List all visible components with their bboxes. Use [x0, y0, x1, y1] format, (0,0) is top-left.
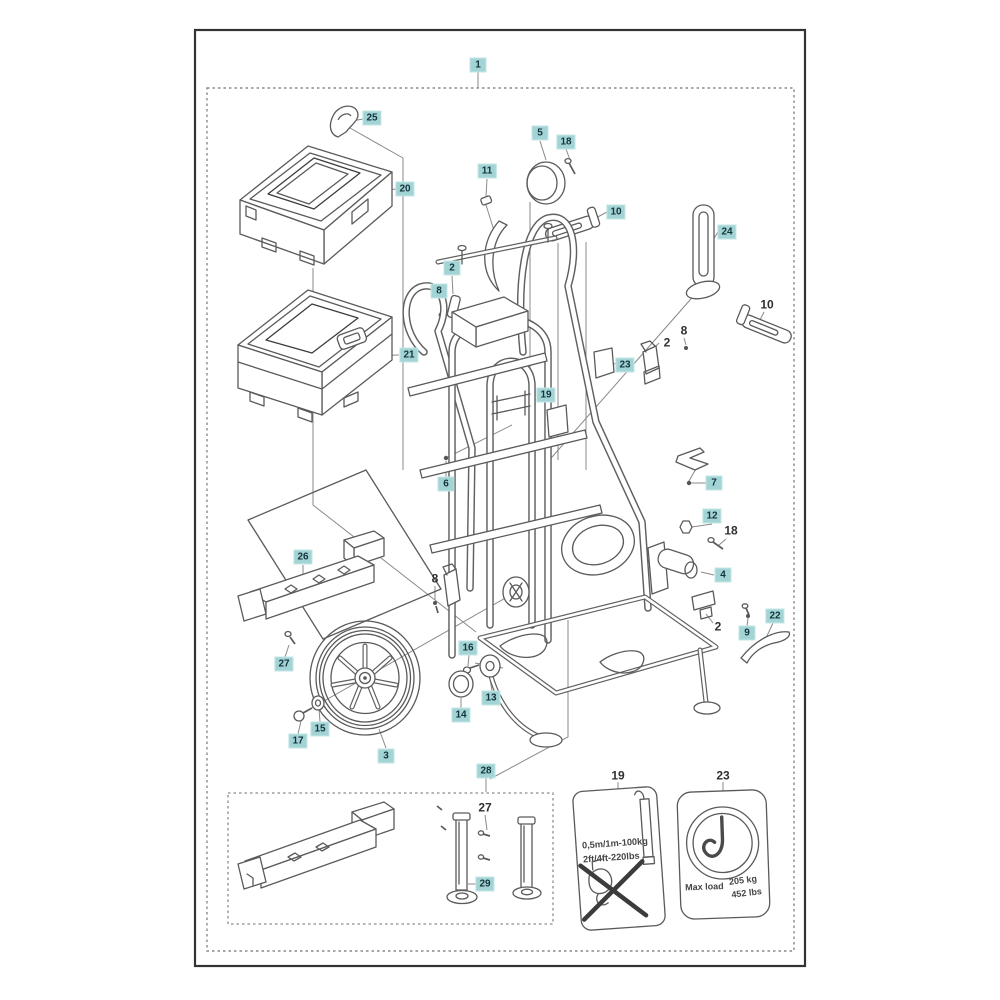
guard-plate: [484, 220, 508, 292]
cap-part-14: [448, 670, 474, 698]
plate-part-2-lower: [691, 590, 716, 620]
cart-frame: [402, 213, 721, 748]
bolt-part-17: [293, 707, 313, 722]
nut-part-12: [679, 520, 693, 534]
support-leg-part-29b: [512, 816, 542, 900]
bracket-part-2-right: [640, 340, 661, 385]
strap-part-10-right: [735, 304, 792, 344]
max-load-kg: 205 kg: [728, 873, 757, 886]
roller-part-4: [647, 541, 698, 595]
disc-part-5: [526, 161, 566, 205]
washer-part-13: [479, 654, 501, 678]
screw-part-9: [741, 603, 750, 616]
screw-part-8-mid: [435, 605, 439, 614]
storage-case-part-21: [237, 289, 393, 423]
hook-part-25: [329, 105, 359, 138]
strap-decal-line1: 0,5m/1m-100kg: [582, 836, 648, 851]
wheel-part-3: [309, 620, 421, 736]
decal-strap-warning: 0,5m/1m-100kg 2ft/4ft-220lbs: [572, 786, 666, 931]
outer-border: [193, 28, 807, 968]
handle-tube-part-22: [740, 631, 791, 664]
max-load-label: Max load: [685, 881, 724, 892]
assembly-boundary-dashed: [206, 87, 795, 952]
accessory-kit-box: [227, 792, 554, 925]
cap-part-11: [480, 195, 493, 206]
screw-part-18: [564, 157, 576, 175]
storage-case-part-20: [239, 145, 393, 266]
screw-part-27-left: [284, 630, 296, 645]
bracket-part-26: [237, 469, 442, 640]
max-load-lbs: 452 lbs: [731, 886, 763, 900]
washer-part-15: [311, 695, 325, 711]
bracket-part-28: [237, 801, 395, 890]
screw-part-18-lower: [707, 536, 724, 550]
support-leg-part-29: [436, 805, 491, 905]
hook-plate-part-8: [442, 563, 461, 607]
strap-part-24: [685, 204, 721, 300]
bracket-part-7: [675, 447, 709, 471]
decal-max-load: Max load 205 kg 452 lbs: [676, 789, 771, 920]
